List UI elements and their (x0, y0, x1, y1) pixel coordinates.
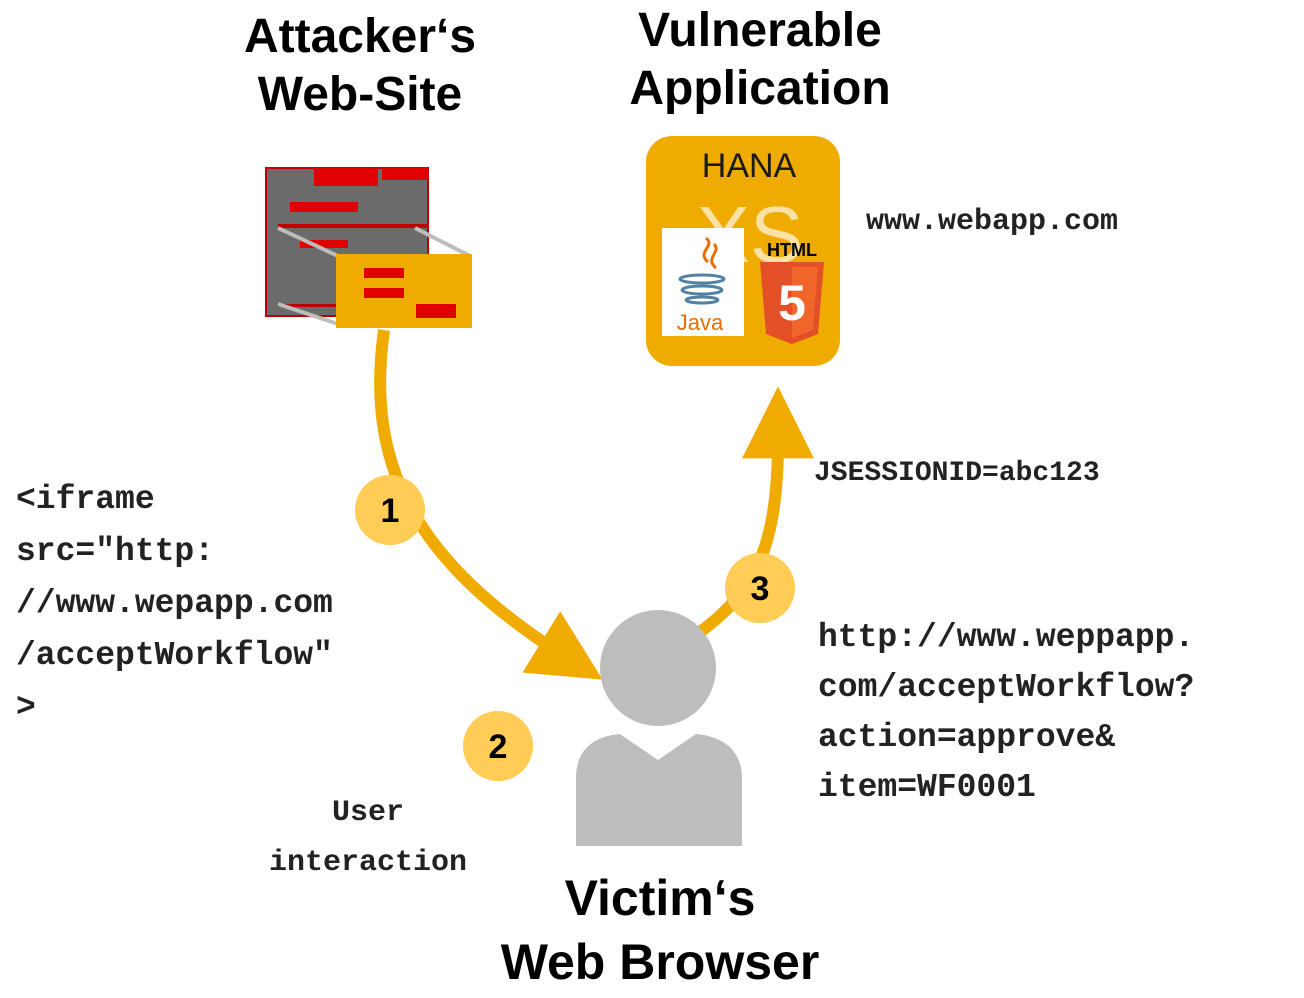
request-url-line: item=WF0001 (818, 769, 1036, 806)
attacker-title-line2: Web-Site (257, 68, 463, 121)
attacker-title: Attacker‘s Web-Site (180, 8, 540, 124)
request-url-line: com/acceptWorkflow? (818, 669, 1195, 706)
html-label: HTML (767, 240, 817, 260)
html5-number: 5 (778, 275, 806, 331)
user-interaction-line2: interaction (268, 846, 468, 880)
step-number: 2 (489, 728, 508, 766)
iframe-code-line: //www.wepapp.com (16, 585, 333, 622)
session-cookie: JSESSIONID=abc123 (814, 458, 1100, 489)
user-interaction-line1: User (331, 796, 404, 830)
step-badge-2: 2 (463, 711, 533, 781)
app-title-line2: Application (629, 62, 891, 115)
request-url-line: http://www.weppapp. (818, 619, 1195, 656)
request-url-line: action=approve& (818, 719, 1116, 756)
attacker-title-line1: Attacker‘s (243, 10, 477, 63)
step-badge-3: 3 (725, 553, 795, 623)
victim-title: Victim‘s Web Browser (420, 866, 900, 994)
iframe-code-line: /acceptWorkflow" (16, 637, 333, 674)
user-interaction-caption: User interaction (228, 788, 508, 888)
iframe-code-block: <iframe src="http: //www.wepapp.com /acc… (16, 474, 333, 734)
step-badge-1: 1 (355, 475, 425, 545)
app-title: Vulnerable Application (570, 2, 950, 118)
victim-title-line1: Victim‘s (564, 870, 756, 926)
app-title-line1: Vulnerable (638, 4, 882, 57)
hana-xs-logo: HANA XS Java HTML 5 (646, 136, 840, 366)
arrow-victim-to-app (696, 386, 814, 637)
hana-label: HANA (702, 147, 797, 185)
step-number: 3 (751, 570, 770, 608)
html5-icon: HTML 5 (760, 240, 824, 344)
java-label: Java (677, 310, 724, 335)
victim-person-icon (576, 610, 742, 846)
victim-title-line2: Web Browser (500, 934, 820, 990)
iframe-code-line: <iframe (16, 481, 155, 518)
java-icon: Java (662, 228, 744, 336)
iframe-code-line: > (16, 689, 36, 726)
hidden-iframe-overlay (336, 254, 472, 328)
step-number: 1 (381, 492, 400, 530)
app-url: www.webapp.com (866, 205, 1119, 239)
request-url-block: http://www.weppapp. com/acceptWorkflow? … (818, 613, 1194, 813)
iframe-code-line: src="http: (16, 533, 215, 570)
malicious-website-icon (265, 167, 472, 328)
